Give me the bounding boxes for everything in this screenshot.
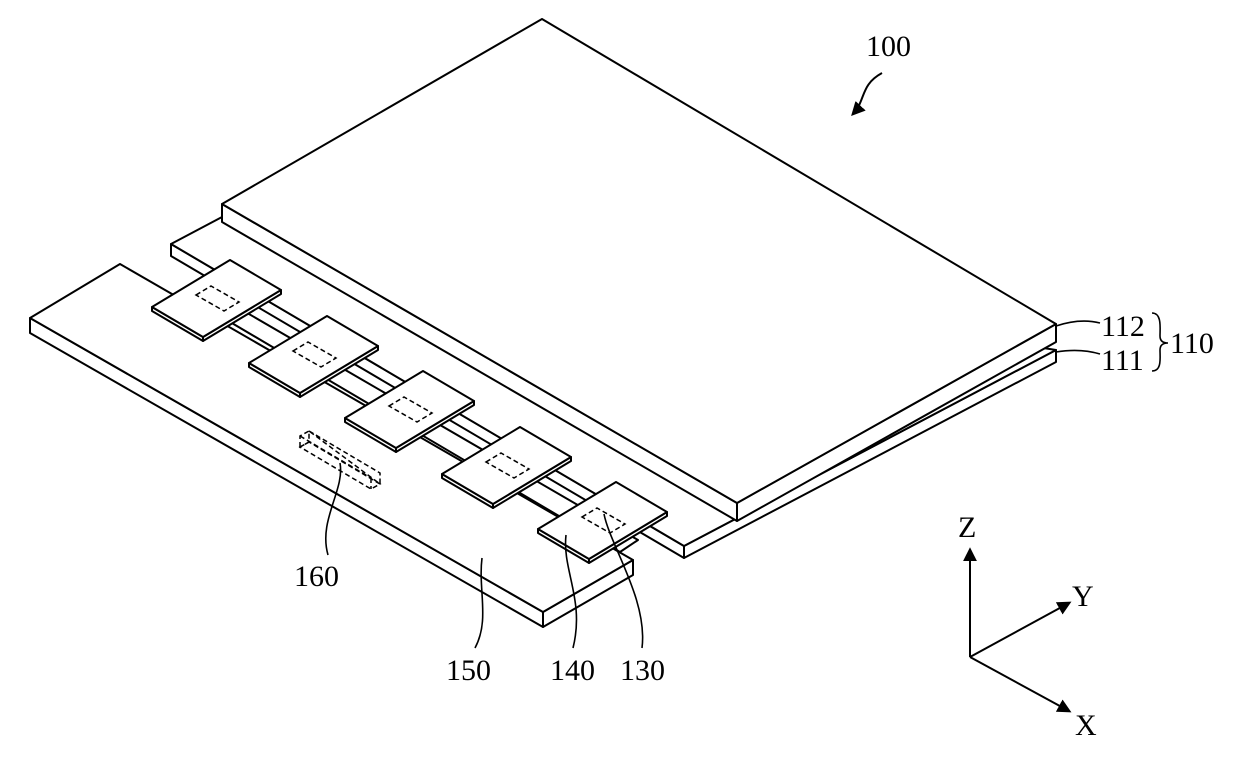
x-axis-label: X bbox=[1075, 709, 1097, 742]
x-axis-arrow bbox=[970, 657, 1069, 711]
label-110: 110 bbox=[1170, 327, 1214, 360]
leader-111 bbox=[1056, 350, 1100, 354]
y-axis-arrow bbox=[970, 603, 1069, 657]
label-112: 112 bbox=[1101, 310, 1145, 343]
y-axis-label: Y bbox=[1072, 580, 1094, 613]
device-arrow-leader bbox=[853, 73, 882, 114]
label-160: 160 bbox=[294, 560, 339, 593]
leader-112 bbox=[1056, 321, 1100, 326]
label-130: 130 bbox=[620, 654, 665, 687]
label-150: 150 bbox=[446, 654, 491, 687]
label-111: 111 bbox=[1101, 344, 1144, 377]
label-100: 100 bbox=[866, 30, 911, 63]
brace-110 bbox=[1152, 313, 1168, 371]
z-axis-label: Z bbox=[958, 511, 976, 544]
axis-triad: Z Y X bbox=[958, 511, 1097, 742]
label-140: 140 bbox=[550, 654, 595, 687]
